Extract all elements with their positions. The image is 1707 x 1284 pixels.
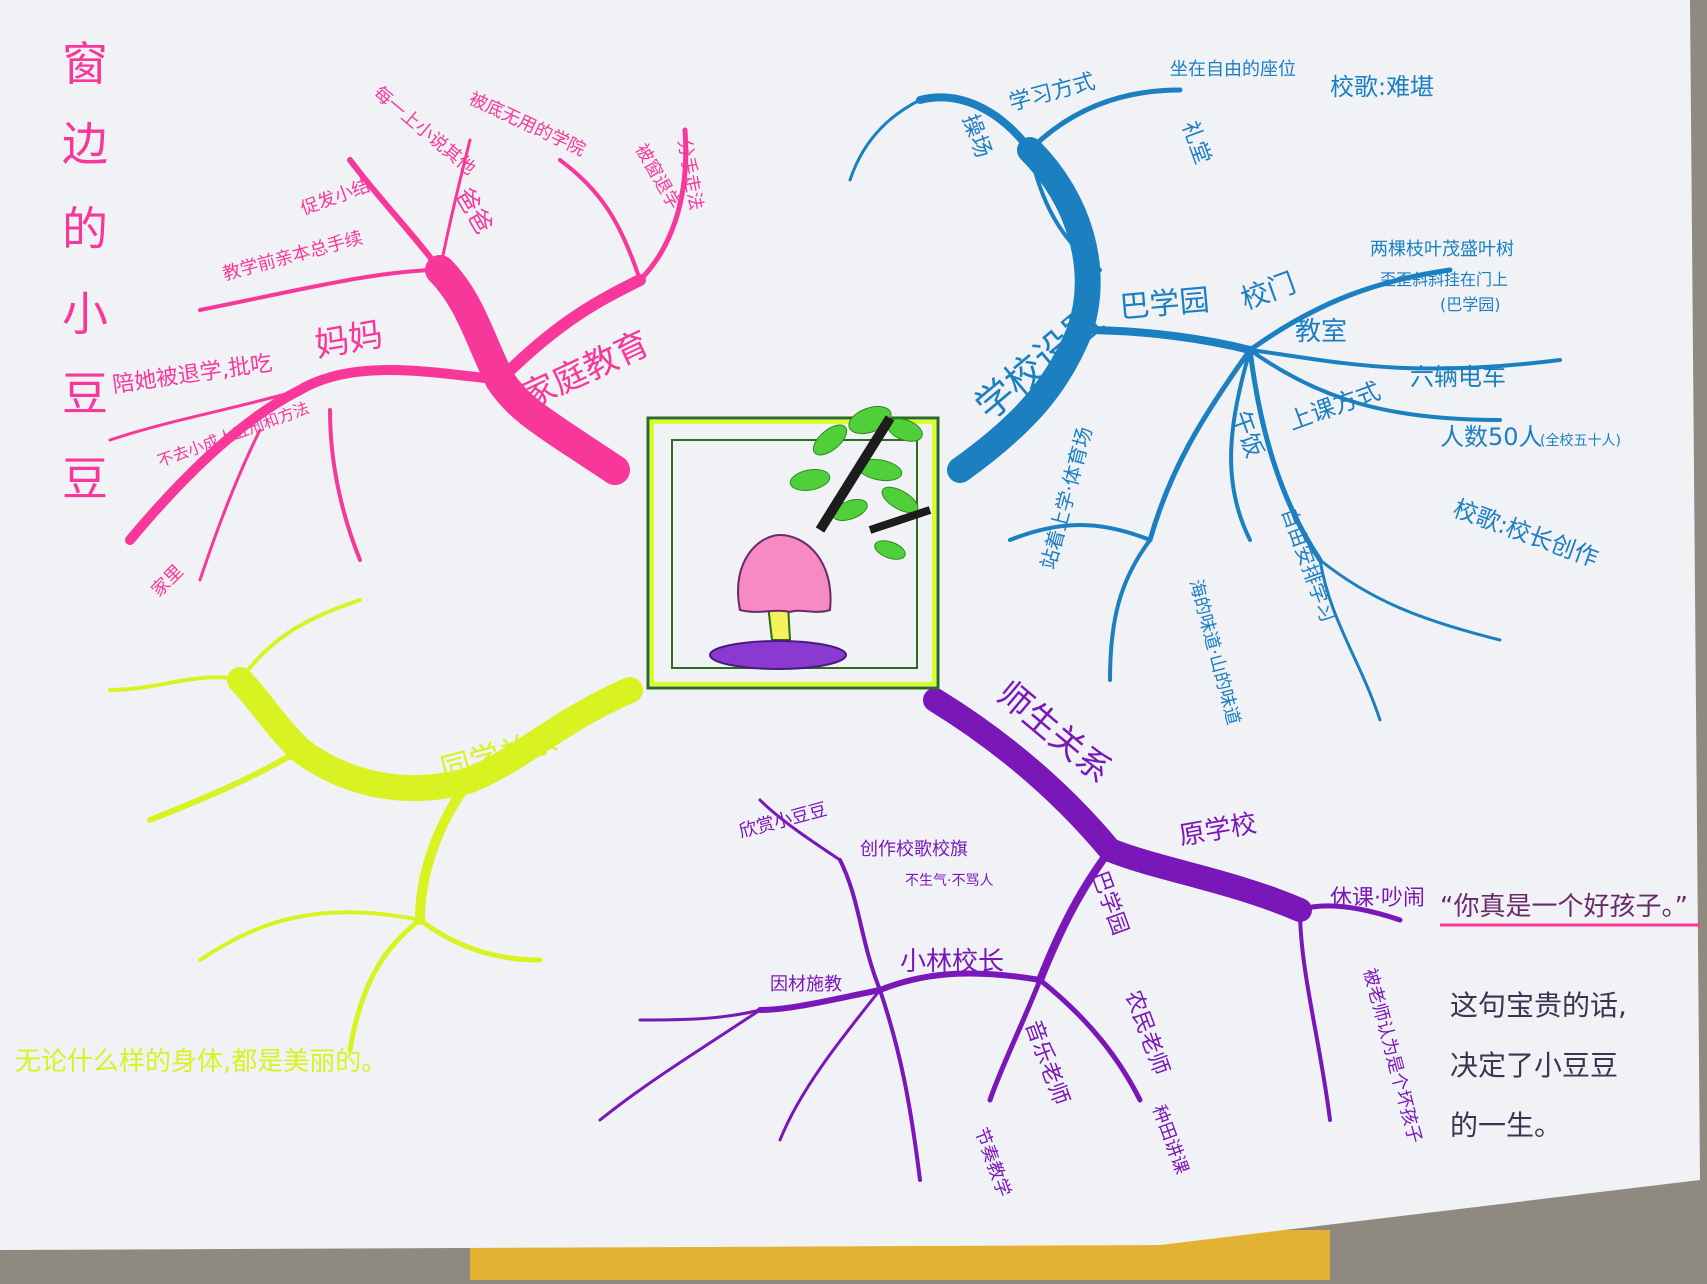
school-gate-note-2: 歪歪斜斜挂在门上: [1380, 270, 1508, 289]
school-location: 坐在自由的座位: [1170, 59, 1296, 80]
school-bagakuen: 巴学园: [1118, 283, 1211, 326]
quote-line-4: 的一生。: [1450, 1109, 1562, 1142]
teacher-principal-note-4: 因材施教: [770, 974, 842, 995]
quote-line-2: 这句宝贵的话,: [1450, 989, 1627, 1022]
central-picture: [646, 405, 940, 690]
teacher-principal-note-1: 创作校歌校旗: [860, 839, 968, 860]
school-gate-note-3: (巴学园): [1440, 295, 1501, 314]
paper-sheet: [0, 0, 1700, 1250]
branch-school: [848, 87, 1562, 722]
title-char-5: 豆: [62, 367, 108, 421]
outer-frame-highlight: [650, 420, 936, 686]
title-char-1: 窗: [62, 37, 108, 91]
title-char-6: 豆: [62, 452, 108, 506]
branch-stroke-2: [868, 506, 932, 534]
branch-family: [108, 127, 689, 582]
school-trams: 六辆电车: [1410, 363, 1506, 391]
school-people-note: (全校五十人): [1540, 432, 1621, 449]
title-char-4: 小: [62, 287, 108, 341]
mushroom-cap: [737, 533, 832, 614]
quote-line-1: “你真是一个好孩子。”: [1440, 892, 1688, 922]
school-gate-note: 两棵枝叶茂盛叶树: [1370, 239, 1514, 260]
teacher-principal: 小林校长: [900, 947, 1004, 977]
school-people: 人数50人: [1440, 423, 1543, 451]
title-char-2: 边: [62, 117, 108, 171]
title-vertical: 窗 边 的 小 豆 豆: [62, 37, 108, 506]
branch-teacher: [598, 688, 1403, 1182]
quote-block: “你真是一个好孩子。” 这句宝贵的话, 决定了小豆豆 的一生。: [1440, 892, 1700, 1142]
title-char-3: 的: [62, 202, 108, 256]
outer-frame: [646, 416, 940, 690]
school-classroom: 教室: [1295, 317, 1347, 347]
branch-stroke-1: [815, 415, 895, 533]
mushroom-base: [709, 640, 847, 670]
teacher-old-note: 休课·吵闹: [1330, 886, 1425, 911]
school-song: 校歌:难堪: [1330, 73, 1434, 101]
teacher-principal-note-2: 不生气·不骂人: [905, 873, 993, 889]
branch-peers: [108, 598, 643, 1053]
peers-note: 无论什么样的身体,都是美丽的。: [15, 1047, 387, 1077]
quote-line-3: 决定了小豆豆: [1450, 1049, 1618, 1082]
